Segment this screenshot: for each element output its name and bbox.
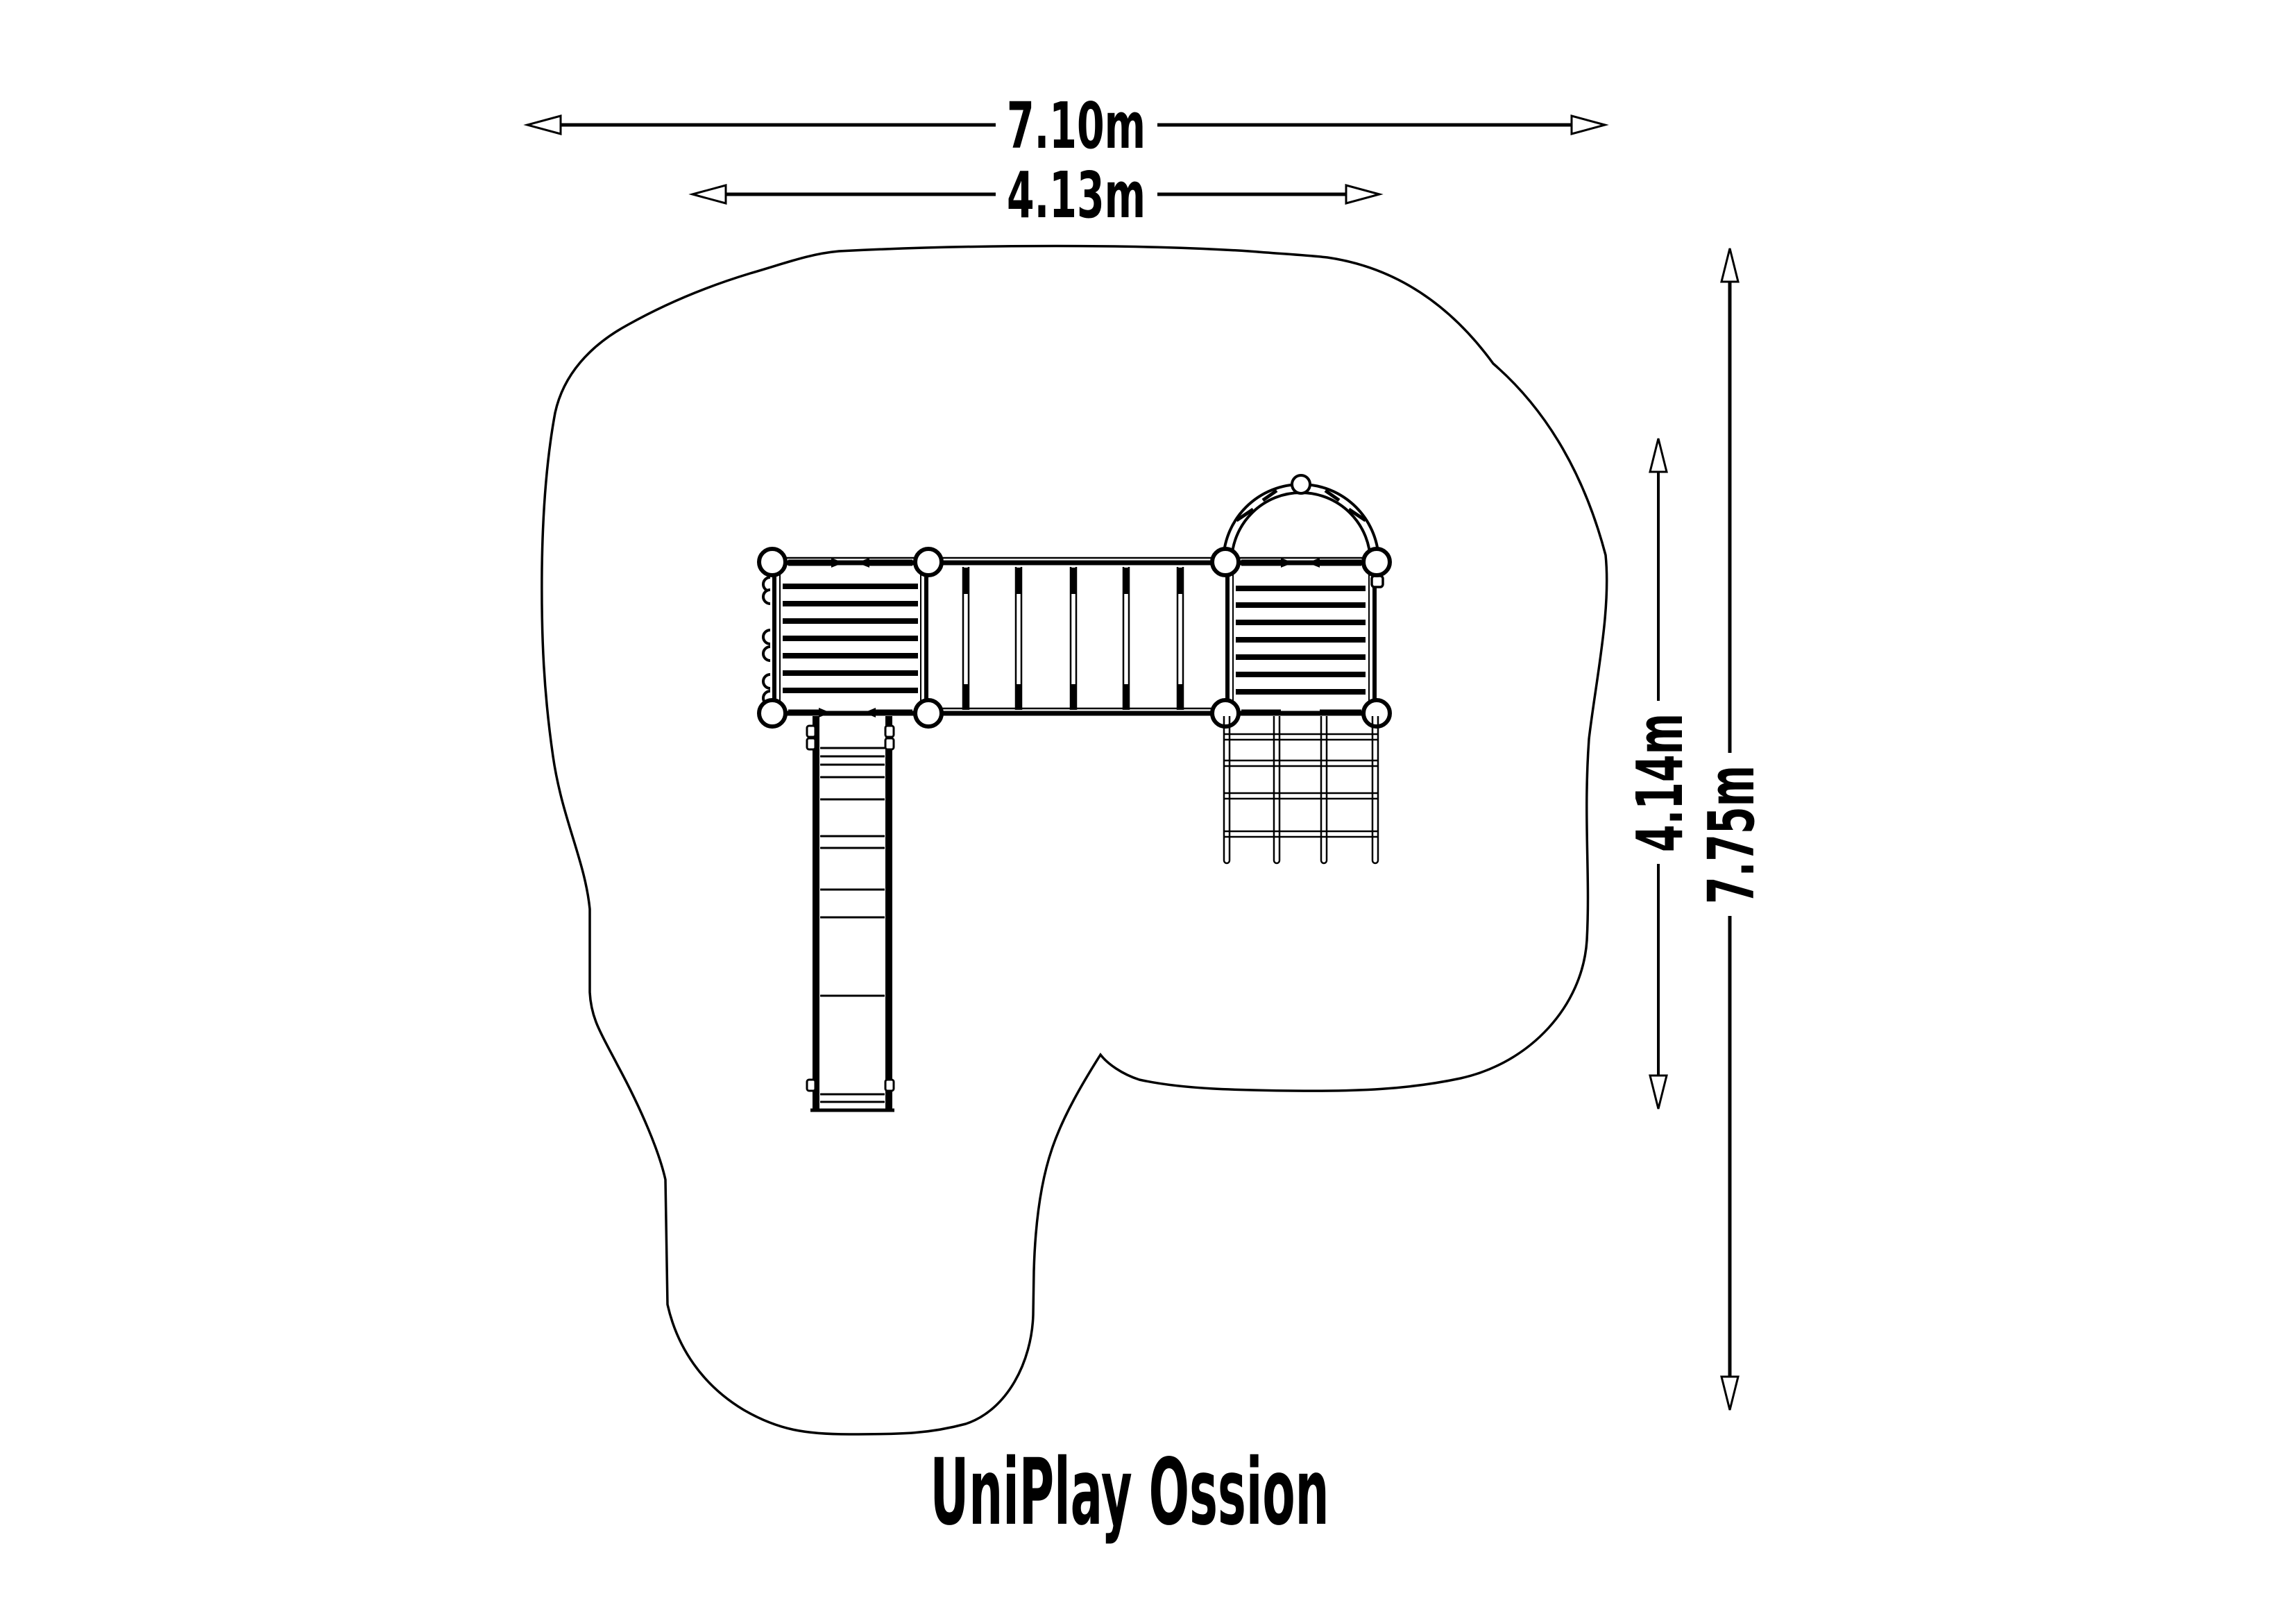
- dome-roof: [1222, 474, 1380, 563]
- dimension-total-width: 7.10m: [523, 89, 1609, 163]
- arrow-left-icon: [523, 114, 562, 135]
- attachment-nub: [1370, 575, 1384, 588]
- inner-height-label: 4.14m: [1623, 713, 1697, 852]
- slide-sections: [820, 747, 885, 1103]
- bridge-plank-divider: [1176, 567, 1184, 710]
- right-tower-deck-slats: [1236, 586, 1366, 695]
- left-tower-deck-slats: [783, 584, 918, 693]
- arrow-up-icon: [1720, 248, 1740, 283]
- total-height-label: 7.75m: [1694, 765, 1769, 904]
- pole-cap: [757, 698, 788, 729]
- dome-apex-cap: [1291, 474, 1311, 495]
- pole-cap: [1210, 698, 1241, 729]
- dimension-total-height: 7.75m: [1694, 248, 1769, 1411]
- bridge-plank-divider: [1014, 567, 1023, 710]
- total-width-label: 7.10m: [1007, 89, 1146, 163]
- slide-connector-nubs: [806, 724, 895, 1092]
- bridge-plank-divider: [962, 567, 970, 710]
- inner-width-label: 4.13m: [1007, 158, 1146, 232]
- arrow-up-icon: [1649, 438, 1668, 473]
- climbing-hold-bumps: [762, 576, 771, 706]
- right-tower-railings: [1241, 558, 1361, 716]
- play-structure: [757, 474, 1392, 1112]
- bridge-plank-divider: [1069, 567, 1078, 710]
- pole-cap: [1361, 547, 1392, 577]
- slide: [806, 716, 895, 1112]
- arrow-right-icon: [1345, 184, 1384, 205]
- pole-cap: [757, 547, 788, 577]
- left-tower: [757, 547, 944, 729]
- pole-cap: [913, 698, 944, 729]
- dimension-inner-width: 4.13m: [688, 158, 1384, 232]
- right-tower: [1210, 474, 1392, 729]
- left-tower-railings: [788, 558, 912, 717]
- dimension-inner-height: 4.14m: [1623, 438, 1697, 1110]
- pole-cap: [1361, 698, 1392, 729]
- safety-zone-outline: [541, 244, 1608, 1436]
- rope-bridge: [962, 567, 1184, 710]
- arrow-right-icon: [1570, 114, 1609, 135]
- bridge-plank-divider: [1122, 567, 1130, 710]
- arrow-down-icon: [1649, 1074, 1668, 1110]
- pole-cap: [913, 547, 944, 577]
- page-title: UniPlay Ossion: [930, 1439, 1329, 1546]
- pole-cap: [1210, 547, 1241, 577]
- climbing-net: [1223, 716, 1379, 865]
- arrow-down-icon: [1720, 1375, 1740, 1411]
- arrow-left-icon: [688, 184, 727, 205]
